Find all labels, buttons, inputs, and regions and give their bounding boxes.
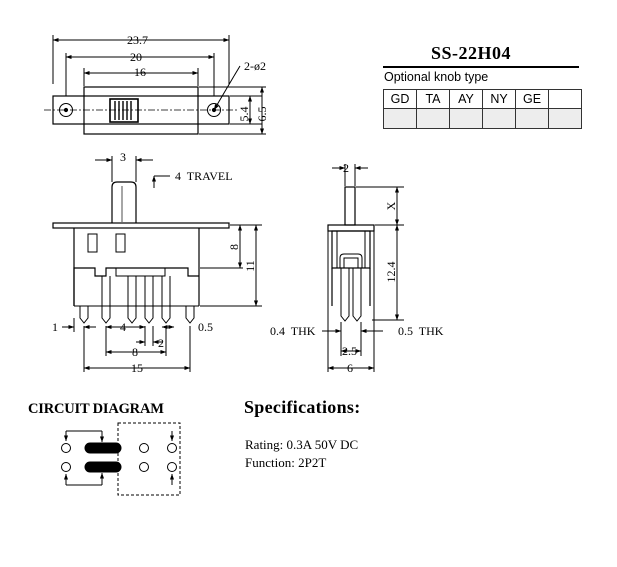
knob-code-cell: GE [515, 89, 549, 109]
knob-blank-cell [416, 108, 450, 129]
dim-frame-inner: 16 [134, 65, 146, 79]
dim-side-height: 12.4 [384, 262, 398, 283]
dim-row-pitch: 8 [132, 345, 138, 359]
dim-side-knob-height: X [384, 201, 398, 210]
dim-hole-spec: 2-ø2 [244, 59, 266, 73]
knob-blank-cell [449, 108, 483, 129]
knob-code-cell [548, 89, 582, 109]
terminal-dot [139, 443, 149, 453]
circuit-diagram-title: CIRCUIT DIAGRAM [28, 401, 164, 417]
dim-side-knob-width: 2 [343, 161, 349, 175]
dim-terminal-height: 11 [243, 260, 257, 272]
dim-thk-right: 0.5 THK [398, 324, 444, 338]
dim-body-height: 8 [227, 244, 241, 250]
dim-side-pin-span: 2.5 [342, 344, 357, 358]
terminal-dot [61, 462, 71, 472]
dim-body-length: 15 [131, 361, 143, 375]
dim-edge-offset: 1 [52, 320, 58, 334]
spec-rating: Rating: 0.3A 50V DC [245, 437, 359, 452]
specifications-title: Specifications: [244, 397, 361, 417]
knob-type-table: GD TA AY NY GE [383, 89, 582, 129]
dim-pin-gap: 2 [158, 336, 164, 350]
knob-code-cell: TA [416, 89, 450, 109]
terminal-dot [139, 462, 149, 472]
knob-code-cell: AY [449, 89, 483, 109]
dim-pin-pitch: 4 [120, 320, 126, 334]
knob-blank-cell [548, 108, 582, 129]
dim-pin-width: 0.5 [198, 320, 213, 334]
top-view [44, 35, 266, 135]
side-view [322, 164, 404, 372]
terminal-dot [167, 443, 177, 453]
knob-blank-row [383, 108, 582, 129]
model-underline [383, 66, 579, 68]
knob-blank-cell [383, 108, 417, 129]
knob-type-label: Optional knob type [384, 70, 489, 84]
terminal-dot [61, 443, 71, 453]
knob-blank-cell [515, 108, 549, 129]
knob-ridges [114, 101, 132, 120]
dim-height-outer: 6.5 [255, 107, 269, 122]
spec-function: Function: 2P2T [245, 455, 327, 470]
dim-mount-pitch: 20 [130, 50, 142, 64]
knob-code-cell: NY [482, 89, 516, 109]
dim-travel: 4 TRAVEL [175, 169, 233, 183]
contact-bridge [84, 461, 122, 473]
dim-overall-length: 23.7 [127, 33, 148, 47]
dim-knob-width: 3 [120, 150, 126, 164]
front-view [52, 156, 262, 372]
dim-height-inner: 5.4 [237, 107, 251, 122]
knob-code-row: GD TA AY NY GE [383, 89, 582, 109]
dim-thk-left: 0.4 THK [270, 324, 316, 338]
knob-code-cell: GD [383, 89, 417, 109]
dim-side-width: 6 [347, 361, 353, 375]
model-number: SS-22H04 [431, 43, 512, 63]
knob-blank-cell [482, 108, 516, 129]
circuit-diagram [61, 422, 181, 496]
terminal-dot [167, 462, 177, 472]
contact-bridge [84, 442, 122, 454]
